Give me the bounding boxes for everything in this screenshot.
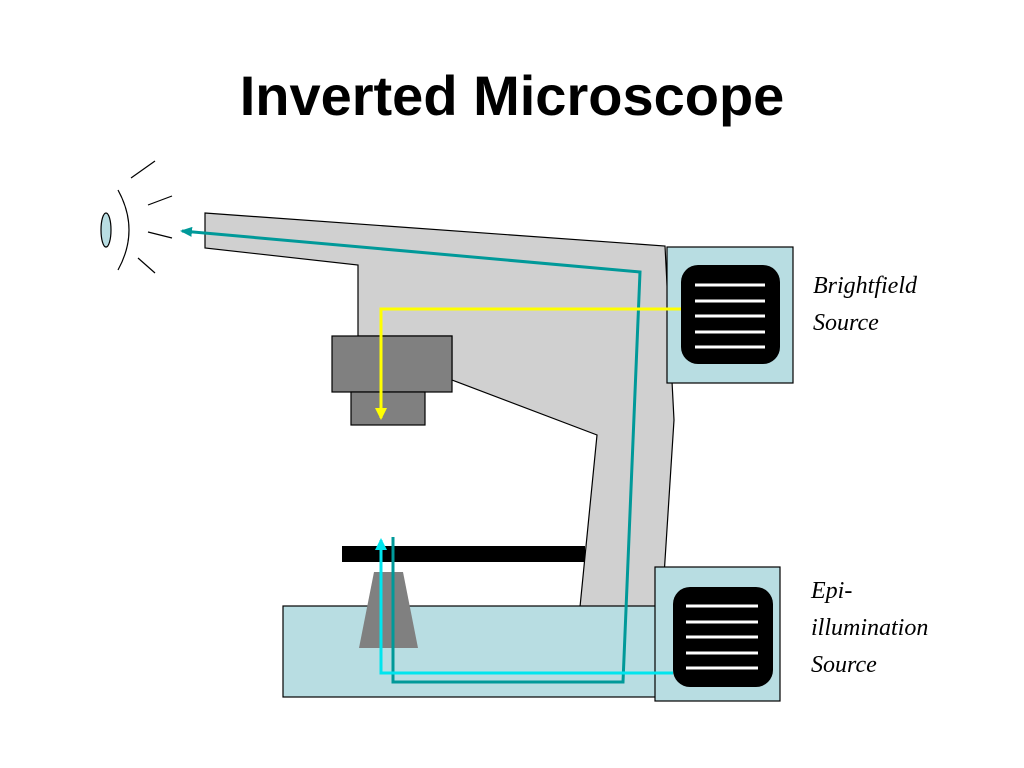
slide-title: Inverted Microscope	[239, 64, 785, 127]
image-light-path	[180, 226, 642, 684]
label-line: Brightfield	[813, 273, 917, 299]
stage	[342, 546, 585, 562]
microscope-body	[204, 212, 675, 608]
epi-illumination-source-label: Epi- illumination Source	[811, 573, 928, 684]
eye-lens	[100, 212, 112, 248]
eye-ray	[147, 231, 173, 239]
eye-icon	[100, 160, 173, 274]
objective-lower	[350, 391, 426, 426]
label-line: Source	[811, 652, 877, 678]
eye-ray	[137, 257, 156, 274]
lamp-icon	[681, 265, 780, 364]
eye-ray	[130, 160, 156, 179]
brightfield-source-label: Brightfield Source	[813, 268, 917, 342]
eye-outline	[117, 189, 130, 271]
label-line: Epi-	[811, 578, 853, 604]
eye-ray	[147, 195, 173, 206]
epi-light-path	[375, 538, 673, 675]
label-line: illumination	[811, 615, 929, 641]
epi-objective	[359, 572, 418, 648]
objective-upper	[331, 335, 453, 393]
lamp-icon	[673, 587, 773, 687]
label-line: Source	[813, 310, 879, 336]
brightfield-light-path	[375, 307, 681, 420]
